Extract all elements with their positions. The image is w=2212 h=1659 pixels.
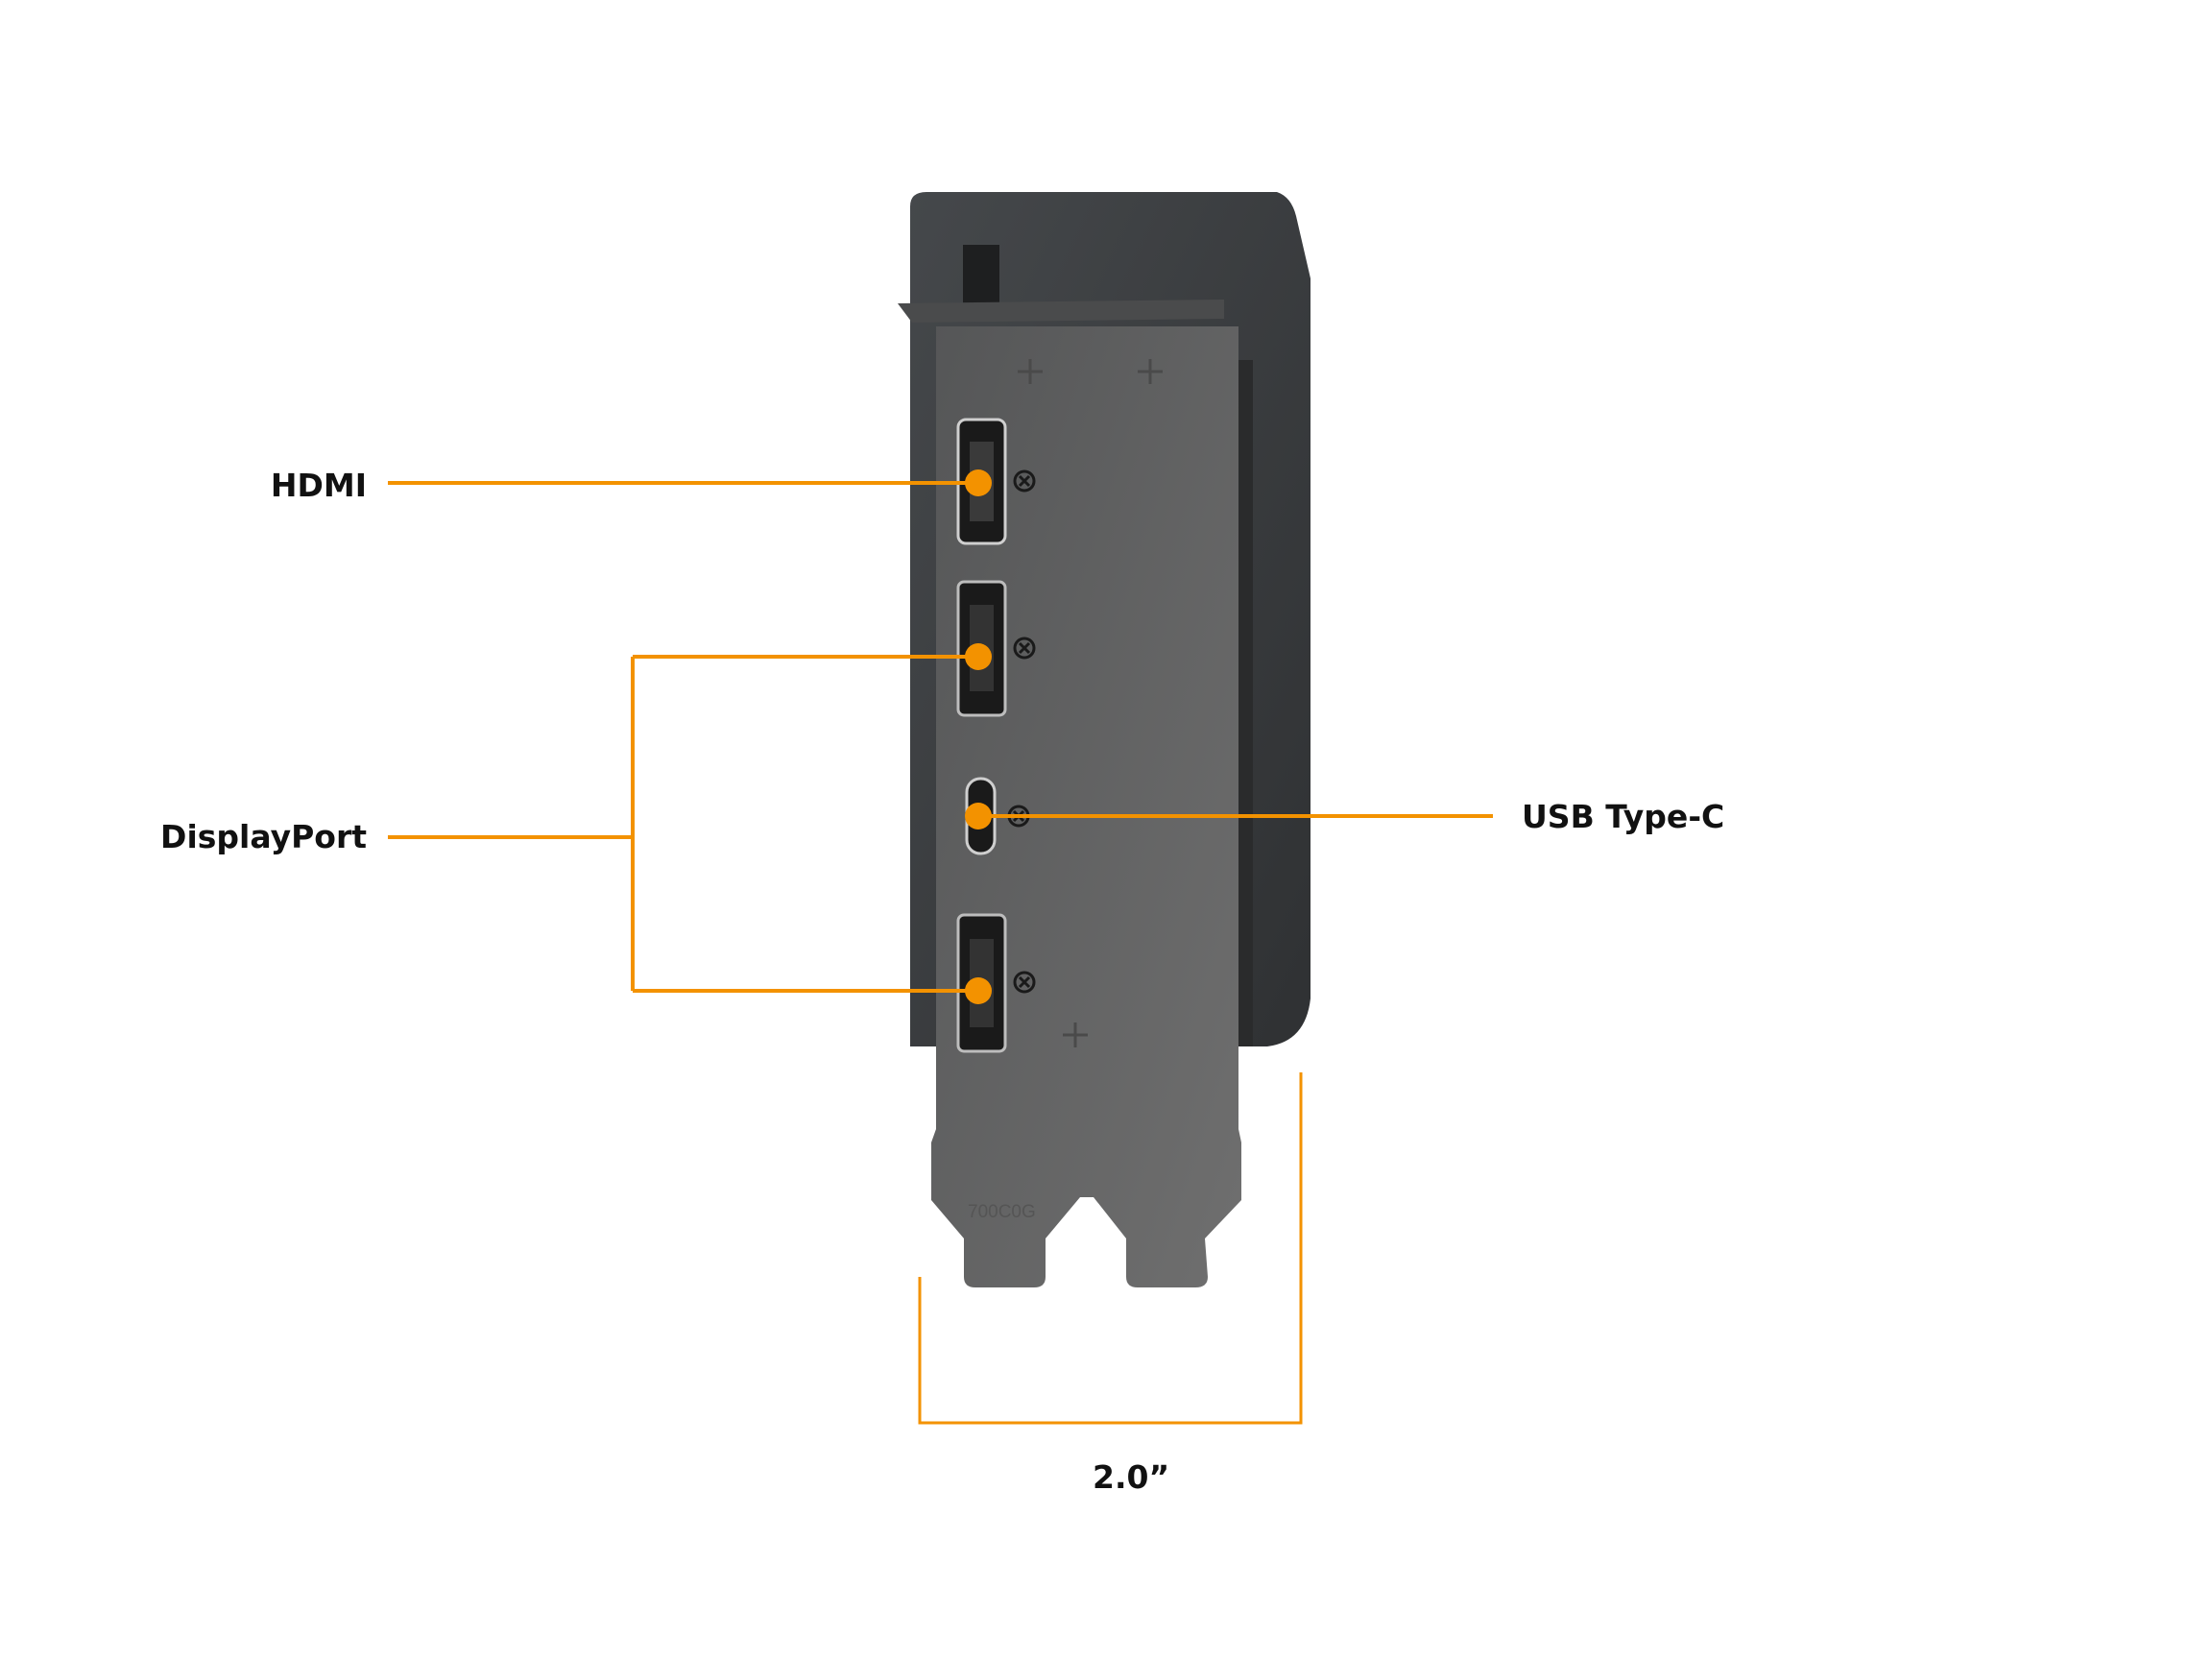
io-bracket — [931, 326, 1241, 1287]
bracket-marking: 700C0G — [968, 1202, 1036, 1222]
displayport-label: DisplayPort — [160, 818, 367, 855]
width-dimension-bracket — [918, 1072, 1303, 1425]
latch — [963, 245, 999, 312]
callout-lines — [388, 481, 1493, 993]
width-dimension-label: 2.0” — [1093, 1458, 1170, 1496]
plus-screw-icons — [1018, 359, 1163, 1047]
hdmi-label: HDMI — [270, 467, 367, 504]
callout-dots — [965, 469, 992, 1004]
bracket-lip — [898, 300, 1224, 323]
usb-c-label: USB Type-C — [1522, 798, 1725, 835]
